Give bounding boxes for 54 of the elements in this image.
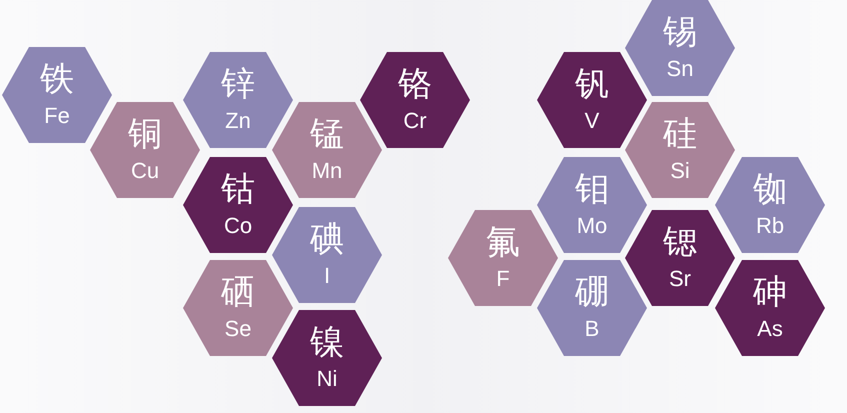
element-symbol: Sr [669, 266, 691, 292]
hexagon-tile [448, 210, 558, 306]
element-name: 铁 [40, 59, 74, 99]
element-symbol: Zn [225, 108, 251, 134]
element-symbol: Mo [576, 213, 608, 239]
element-name: 砷 [753, 272, 787, 312]
hexagon-tile [272, 207, 382, 303]
element-name: 硒 [221, 272, 255, 312]
element-name: 铬 [398, 64, 432, 104]
element-name: 钼 [575, 169, 609, 209]
element-name: 硅 [663, 114, 697, 154]
element-symbol: Mn [312, 158, 342, 184]
hexagon-tile [2, 47, 112, 143]
element-name: 锌 [221, 64, 255, 104]
hexagon-tile [272, 310, 382, 406]
element-symbol: F [496, 266, 510, 292]
element-name: 硼 [575, 272, 609, 312]
hexagon-tile [537, 157, 647, 253]
hexagon-tile [715, 157, 825, 253]
element-symbol: Si [670, 158, 690, 184]
element-name: 铷 [753, 169, 787, 209]
hexagon-tile [360, 52, 470, 148]
hexagon-tile [183, 52, 293, 148]
hexagon-tile [715, 260, 825, 356]
element-name: 氟 [486, 222, 520, 262]
hexagon-tile [625, 0, 735, 96]
hexagon-tile [537, 52, 647, 148]
element-symbol: Fe [44, 103, 70, 129]
element-symbol: Cr [403, 108, 427, 134]
hexagon-tile [537, 260, 647, 356]
hexagon-tile [90, 102, 200, 198]
hexagon-tile [625, 102, 735, 198]
element-symbol: Se [224, 316, 252, 342]
hexagon-tile [183, 260, 293, 356]
element-name: 锰 [310, 114, 344, 154]
hexagon-tile [625, 210, 735, 306]
element-symbol: Co [224, 213, 252, 239]
element-symbol: Ni [316, 366, 338, 392]
element-name: 镍 [310, 322, 344, 362]
element-name: 碘 [310, 219, 344, 259]
hexagon-tile [272, 102, 382, 198]
hexagon-tile [183, 157, 293, 253]
element-name: 铜 [128, 114, 162, 154]
element-symbol: I [324, 263, 330, 289]
element-symbol: As [757, 316, 783, 342]
element-symbol: Cu [130, 158, 160, 184]
element-name: 锡 [663, 12, 697, 52]
element-name: 钒 [575, 64, 609, 104]
element-name: 锶 [663, 222, 697, 262]
element-name: 钴 [221, 169, 255, 209]
element-symbol: Sn [666, 56, 694, 82]
element-symbol: Rb [756, 213, 784, 239]
element-symbol: B [584, 316, 600, 342]
element-symbol: V [584, 108, 600, 134]
